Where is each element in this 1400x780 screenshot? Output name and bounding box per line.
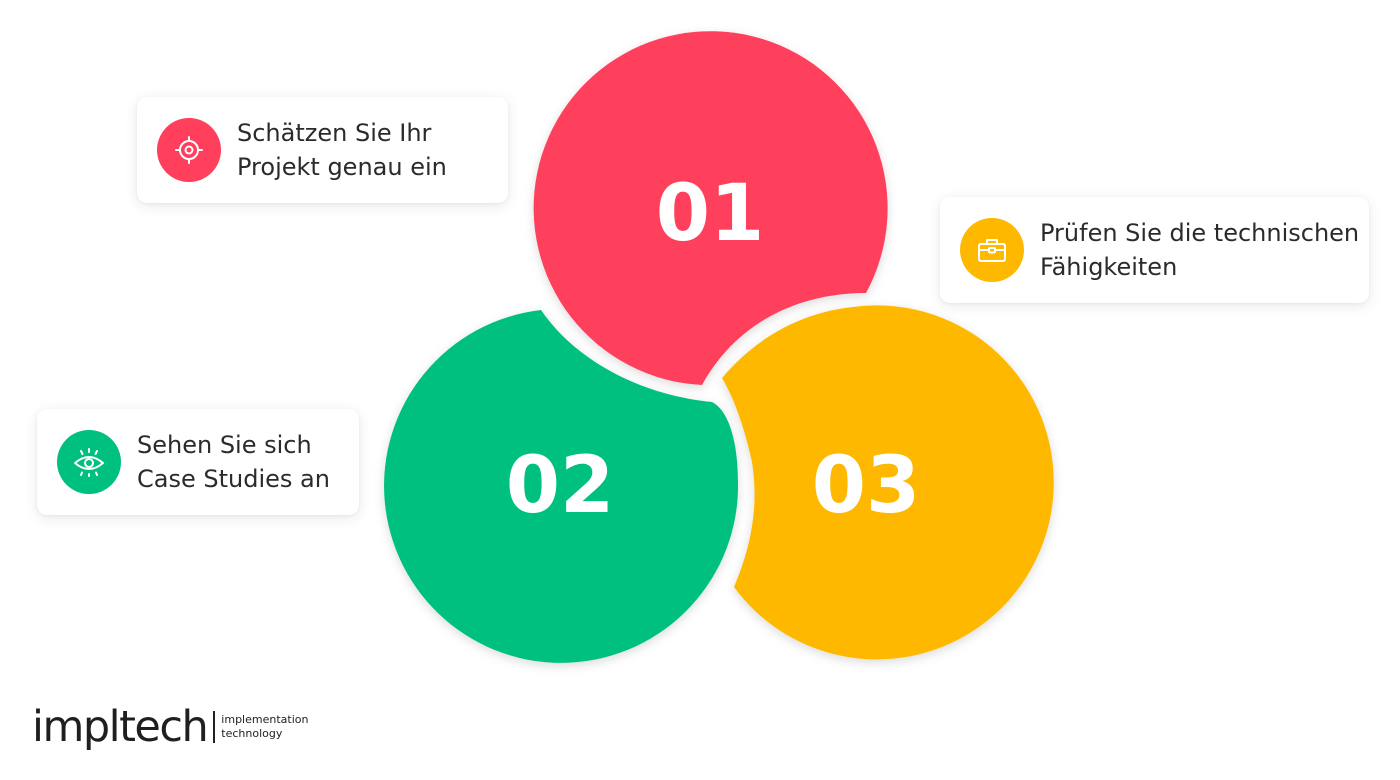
logo-tagline: implementation technology xyxy=(221,713,308,741)
step-card-03-label: Prüfen Sie die technischen Fähigkeiten xyxy=(1040,219,1360,281)
step-card-02: Sehen Sie sich Case Studies an xyxy=(37,409,359,515)
step-card-01-label: Schätzen Sie Ihr Projekt genau ein xyxy=(237,119,447,181)
logo-tagline-line1: implementation xyxy=(221,713,309,726)
briefcase-icon xyxy=(978,239,1006,262)
circle-03-number: 03 xyxy=(812,441,921,531)
step-card-02-icon-circle xyxy=(57,430,121,494)
step-card-01-icon-circle xyxy=(157,118,221,182)
step-card-02-label: Sehen Sie sich Case Studies an xyxy=(137,431,330,493)
circle-02-number: 02 xyxy=(506,441,615,531)
logo-tagline-line2: technology xyxy=(221,727,283,740)
circle-02 xyxy=(384,310,739,663)
logo-wordmark: impltech xyxy=(32,702,209,752)
impltech-logo: impltech implementation technology xyxy=(32,703,308,751)
step-card-03: Prüfen Sie die technischen Fähigkeiten xyxy=(940,197,1369,303)
circle-01-number: 01 xyxy=(656,169,765,259)
circle-03 xyxy=(722,305,1054,660)
target-icon xyxy=(175,136,203,164)
eye-icon xyxy=(74,448,104,477)
step-card-01: Schätzen Sie Ihr Projekt genau ein xyxy=(137,97,508,203)
step-card-03-icon-circle xyxy=(960,218,1024,282)
logo-divider xyxy=(213,711,216,743)
circle-01 xyxy=(533,31,888,386)
